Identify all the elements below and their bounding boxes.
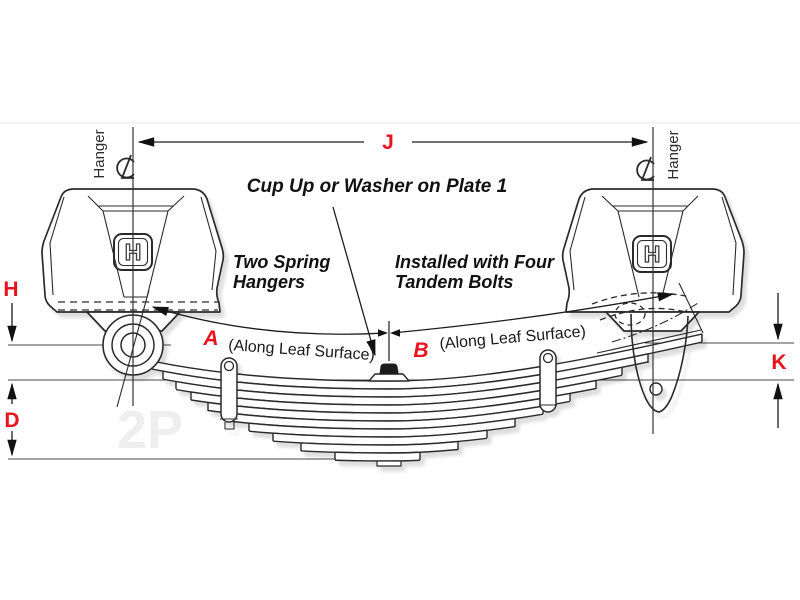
hanger-label-left: Hanger xyxy=(91,129,108,178)
hanger-label-right: Hanger xyxy=(665,130,682,179)
dim-label-a: A xyxy=(202,327,218,350)
right-note-line1: Installed with Four xyxy=(395,252,555,272)
left-note-line2: Hangers xyxy=(233,272,305,292)
dim-label-b: B xyxy=(413,339,428,362)
dim-label-d: D xyxy=(4,409,19,432)
left-note-line1: Two Spring xyxy=(233,252,330,272)
watermark: 2P xyxy=(117,400,183,460)
dim-label-k: K xyxy=(771,351,786,374)
cup-note: Cup Up or Washer on Plate 1 xyxy=(247,176,507,197)
dimension-lines xyxy=(7,137,783,457)
dim-arc-B xyxy=(391,292,675,334)
centerline-symbol-icon xyxy=(116,154,135,179)
hanger-contact-extension-line xyxy=(678,282,704,334)
centerline-symbol-icon xyxy=(636,156,655,181)
wear-liner-line xyxy=(596,329,702,354)
right-note-line2: Tandem Bolts xyxy=(395,272,513,292)
rebound-clip-left xyxy=(220,357,238,430)
svg-text:H: H xyxy=(644,241,661,267)
bottom-leaf-tab xyxy=(376,460,402,467)
dim-label-h: H xyxy=(3,278,18,301)
eye-contact-extension-line xyxy=(116,289,150,408)
center-bolt xyxy=(368,363,410,382)
dim-label-j: J xyxy=(382,131,394,154)
cup-leader-arrow xyxy=(332,206,376,357)
dimension-labels: J H D K A B xyxy=(3,131,786,432)
centerlines xyxy=(116,127,655,434)
dim-arc-A xyxy=(151,306,387,335)
hanger-logo-icon: H xyxy=(632,235,672,273)
rebound-clip-right xyxy=(539,349,557,413)
